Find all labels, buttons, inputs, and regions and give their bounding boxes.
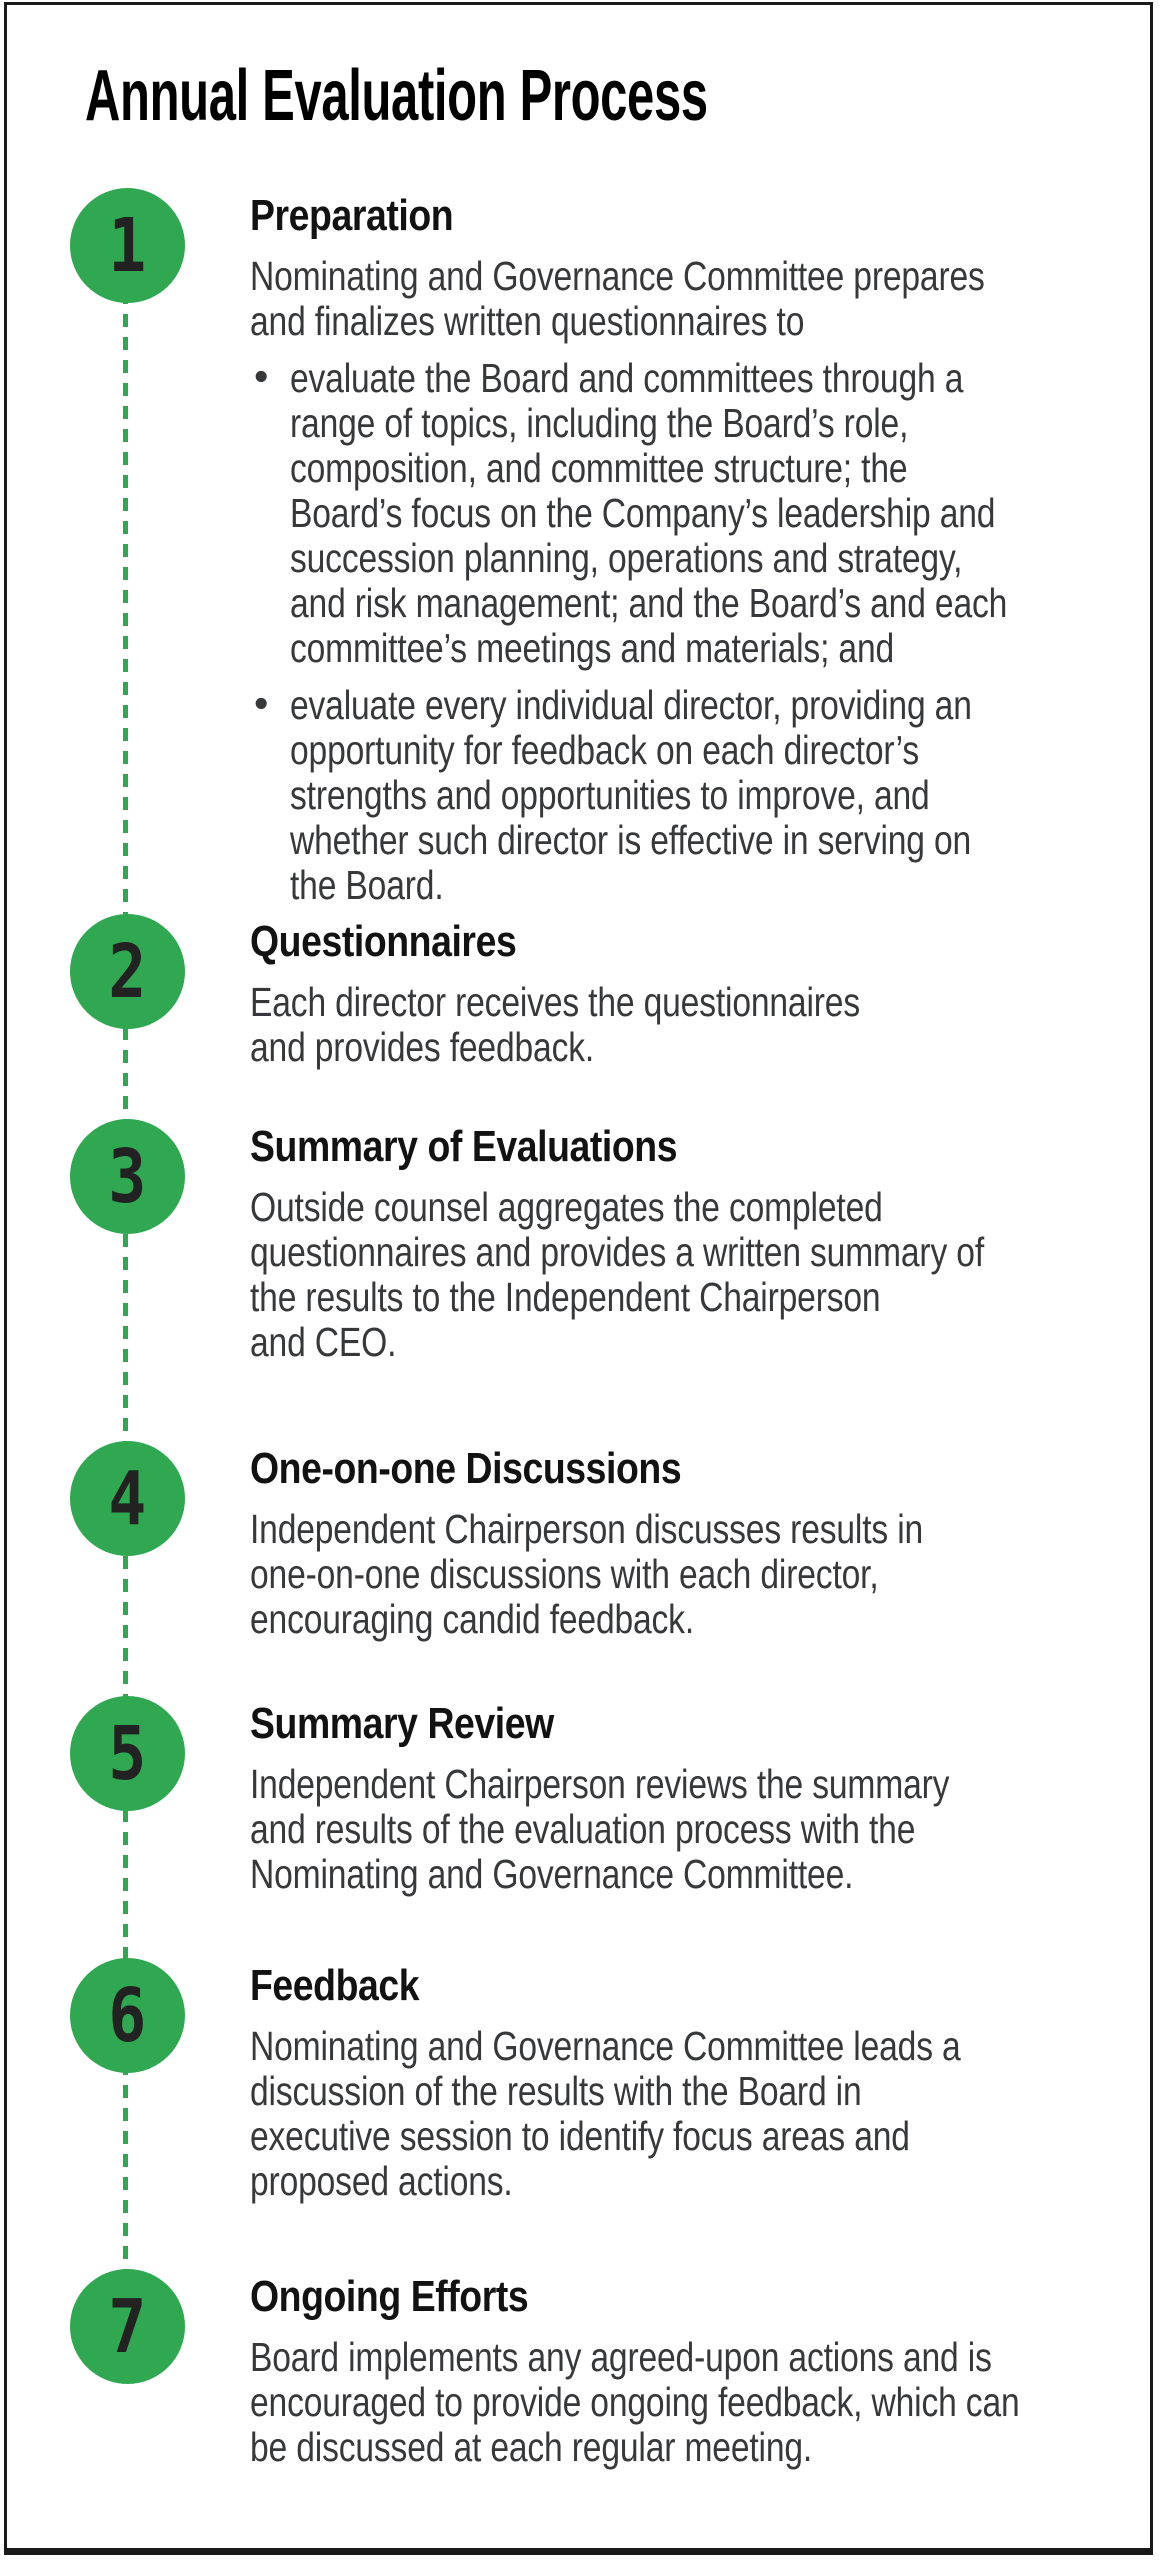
bullet-item: evaluate the Board and committees throug…	[250, 354, 1159, 671]
text-line: and risk management; and the Board’s and…	[290, 580, 1008, 626]
step-number: 2	[108, 928, 147, 1015]
step-content: Preparation Nominating and Governance Co…	[250, 188, 1159, 908]
text-line: Independent Chairperson reviews the summ…	[250, 1761, 950, 1807]
text-line: executive session to identify focus area…	[250, 2113, 910, 2159]
text-line: and results of the evaluation process wi…	[250, 1806, 916, 1852]
text-line: Nominating and Governance Committee prep…	[250, 253, 985, 299]
text-line: discussion of the results with the Board…	[250, 2068, 862, 2114]
text-line: composition, and committee structure; th…	[290, 445, 908, 491]
step-number: 1	[108, 202, 147, 289]
text-line: Nominating and Governance Committee lead…	[250, 2023, 961, 2069]
text-line: the results to the Independent Chairpers…	[250, 1274, 881, 1320]
bullet-item: evaluate every individual director, prov…	[250, 681, 1159, 908]
step-description: Nominating and Governance Committee lead…	[250, 2024, 1117, 2204]
process-step: 3 Summary of Evaluations Outside counsel…	[0, 1119, 1159, 1365]
steps: 1 Preparation Nominating and Governance …	[0, 188, 1159, 2470]
process-step: 1 Preparation Nominating and Governance …	[0, 188, 1159, 908]
text-line: questionnaires and provides a written su…	[250, 1229, 985, 1275]
step-title: Preparation	[250, 191, 454, 240]
step-number-badge: 2	[70, 914, 185, 1029]
step-title: One-on-one Discussions	[250, 1444, 682, 1493]
step-number: 4	[108, 1455, 147, 1542]
step-number-badge: 5	[70, 1696, 185, 1811]
process-step: 6 Feedback Nominating and Governance Com…	[0, 1958, 1159, 2204]
text-line: whether such director is effective in se…	[290, 817, 972, 863]
text-line: evaluate the Board and committees throug…	[290, 355, 964, 401]
step-content: Summary of Evaluations Outside counsel a…	[250, 1119, 1145, 1365]
step-content: Ongoing Efforts Board implements any agr…	[250, 2269, 1159, 2470]
text-line: encouraged to provide ongoing feedback, …	[250, 2379, 1020, 2425]
text-line: encouraging candid feedback.	[250, 1596, 695, 1642]
text-line: strengths and opportunities to improve, …	[290, 772, 930, 818]
process-step: 5 Summary Review Independent Chairperson…	[0, 1696, 1159, 1897]
step-title: Summary Review	[250, 1699, 554, 1748]
step-number: 3	[108, 1133, 147, 1220]
step-description: Board implements any agreed-upon actions…	[250, 2335, 1159, 2470]
step-number: 7	[108, 2283, 147, 2370]
timeline-connector-dashed-line	[123, 245, 128, 2365]
step-content: Summary Review Independent Chairperson r…	[250, 1696, 1103, 1897]
step-title: Summary of Evaluations	[250, 1122, 678, 1171]
text-line: evaluate every individual director, prov…	[290, 682, 972, 728]
step-number: 6	[108, 1972, 147, 2059]
text-line: opportunity for feedback on each directo…	[290, 727, 920, 773]
process-step: 4 One-on-one Discussions Independent Cha…	[0, 1441, 1159, 1642]
text-line: Independent Chairperson discusses result…	[250, 1506, 924, 1552]
step-number-badge: 6	[70, 1958, 185, 2073]
text-line: be discussed at each regular meeting.	[250, 2424, 813, 2470]
process-step: 7 Ongoing Efforts Board implements any a…	[0, 2269, 1159, 2470]
text-line: committee’s meetings and materials; and	[290, 625, 895, 671]
step-number: 5	[108, 1710, 147, 1797]
text-line: succession planning, operations and stra…	[290, 535, 963, 581]
process-step: 2 Questionnaires Each director receives …	[0, 914, 1159, 1070]
step-title: Questionnaires	[250, 917, 517, 966]
step-description: Independent Chairperson discusses result…	[250, 1507, 1071, 1642]
text-line: Nominating and Governance Committee.	[250, 1851, 854, 1897]
step-description: Each director receives the questionnaire…	[250, 980, 994, 1070]
step-description: Nominating and Governance Committee prep…	[250, 254, 1159, 344]
text-line: Board’s focus on the Company’s leadershi…	[290, 490, 996, 536]
text-line: Each director receives the questionnaire…	[250, 979, 860, 1025]
step-number-badge: 1	[70, 188, 185, 303]
text-line: Outside counsel aggregates the completed	[250, 1184, 883, 1230]
page-title: Annual Evaluation Process	[85, 56, 708, 136]
text-line: proposed actions.	[250, 2158, 513, 2204]
text-line: the Board.	[290, 862, 444, 908]
step-bullet-list: evaluate the Board and committees throug…	[250, 354, 1159, 908]
step-content: Feedback Nominating and Governance Commi…	[250, 1958, 1117, 2204]
text-line: and finalizes written questionnaires to	[250, 298, 805, 344]
text-line: Board implements any agreed-upon actions…	[250, 2334, 992, 2380]
step-content: Questionnaires Each director receives th…	[250, 914, 994, 1070]
step-number-badge: 4	[70, 1441, 185, 1556]
step-description: Independent Chairperson reviews the summ…	[250, 1762, 1103, 1897]
step-content: One-on-one Discussions Independent Chair…	[250, 1441, 1071, 1642]
text-line: and CEO.	[250, 1319, 397, 1365]
text-line: range of topics, including the Board’s r…	[290, 400, 909, 446]
process-timeline: 1 Preparation Nominating and Governance …	[0, 188, 1159, 2470]
text-line: and provides feedback.	[250, 1024, 595, 1070]
step-title: Feedback	[250, 1961, 420, 2010]
step-title: Ongoing Efforts	[250, 2272, 529, 2321]
text-line: one-on-one discussions with each directo…	[250, 1551, 879, 1597]
step-number-badge: 3	[70, 1119, 185, 1234]
step-number-badge: 7	[70, 2269, 185, 2384]
step-description: Outside counsel aggregates the completed…	[250, 1185, 1145, 1365]
